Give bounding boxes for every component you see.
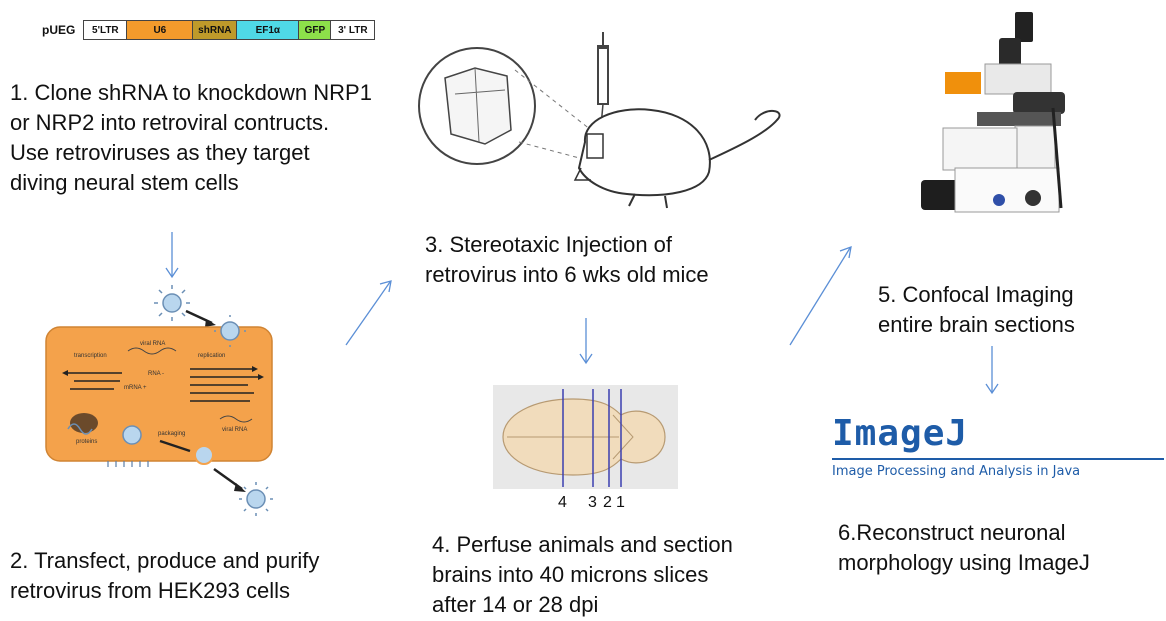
section-label-4: 4	[558, 494, 567, 511]
label-packaging: packaging	[158, 431, 185, 437]
imagej-divider	[832, 458, 1164, 460]
cell-diagram: viral RNA transcription replication RNA …	[40, 285, 280, 525]
virus-icon	[154, 285, 190, 321]
arrow-diag-step4	[790, 247, 851, 345]
exiting-virus-icon	[195, 446, 213, 464]
label-transcription: transcription	[74, 353, 107, 359]
arrow-down-step1	[166, 232, 178, 277]
label-viral-rna-top: viral RNA	[140, 341, 165, 347]
label-replication: replication	[198, 353, 225, 359]
imagej-subtitle: Image Processing and Analysis in Java	[832, 464, 1164, 479]
arrow-down-step5	[986, 346, 998, 393]
mouse-icon	[575, 109, 780, 208]
mouse-injection-illustration	[415, 30, 795, 220]
brain-section-diagram: 4 3 2 1	[493, 385, 678, 513]
confocal-microscope-illustration	[915, 8, 1075, 223]
capsid-icon	[123, 426, 141, 444]
syringe-icon	[597, 32, 609, 126]
section-label-1: 1	[616, 494, 625, 511]
microscope-filter-orange	[945, 72, 981, 94]
section-label-3: 3	[588, 494, 597, 511]
released-virus-icon	[239, 482, 273, 516]
arrow-down-step3	[580, 318, 592, 363]
label-proteins: proteins	[76, 439, 97, 445]
label-mrna-plus: mRNA +	[124, 385, 147, 391]
label-viral-rna-bottom: viral RNA	[222, 427, 247, 433]
imagej-title: ImageJ	[832, 413, 1164, 454]
arrow-diag-step2	[346, 281, 391, 345]
section-label-2: 2	[603, 494, 612, 511]
label-rna-minus: RNA -	[148, 371, 164, 377]
imagej-logo: ImageJ Image Processing and Analysis in …	[832, 413, 1164, 479]
